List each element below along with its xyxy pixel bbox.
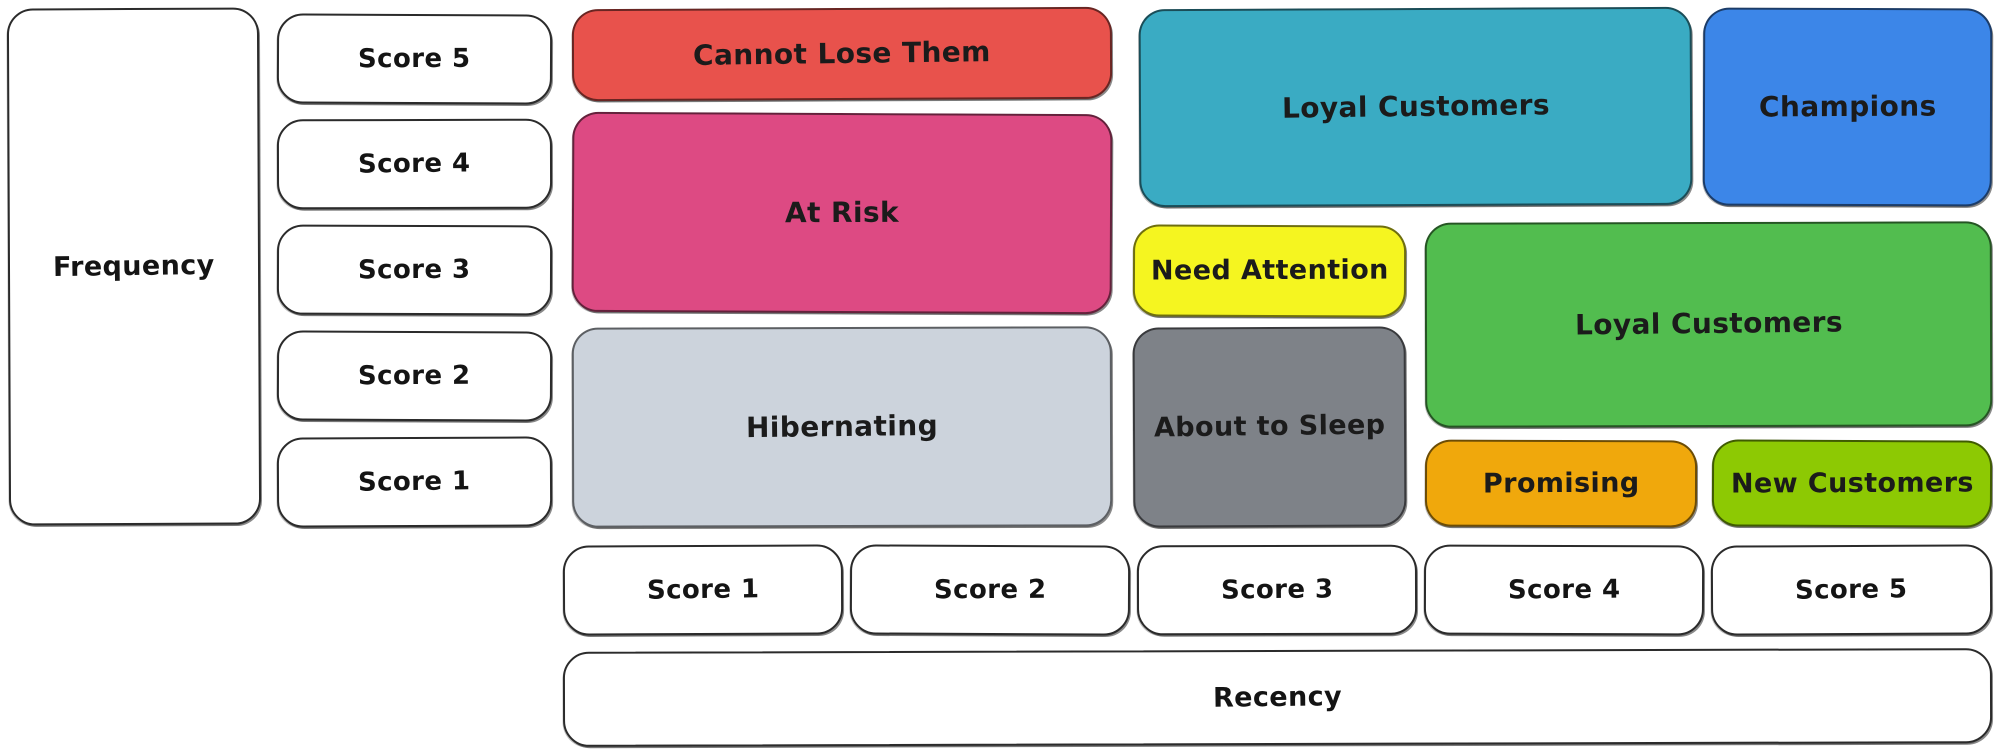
frequency-score-1[interactable]: Score 1 — [276, 436, 553, 528]
frequency-score-4-label: Score 4 — [358, 148, 471, 180]
recency-score-2[interactable]: Score 2 — [849, 544, 1131, 636]
segment-hibernating[interactable]: Hibernating — [571, 326, 1113, 528]
frequency-score-4[interactable]: Score 4 — [276, 118, 553, 210]
segment-at-risk[interactable]: At Risk — [571, 111, 1113, 315]
segment-promising[interactable]: Promising — [1424, 439, 1698, 528]
segment-new-customers-label: New Customers — [1730, 467, 1974, 500]
recency-score-2-label: Score 2 — [933, 574, 1047, 605]
segment-need-attention[interactable]: Need Attention — [1132, 224, 1407, 318]
frequency-axis-label-text: Frequency — [52, 249, 216, 283]
frequency-score-2-label: Score 2 — [358, 360, 471, 391]
frequency-score-3-label: Score 3 — [358, 254, 471, 286]
frequency-axis-label: Frequency — [6, 7, 262, 526]
segment-at-risk-label: At Risk — [784, 195, 900, 229]
recency-axis-label-text: Recency — [1212, 680, 1343, 714]
recency-score-1[interactable]: Score 1 — [562, 544, 844, 636]
segment-cannot-lose-them[interactable]: Cannot Lose Them — [571, 6, 1113, 102]
segment-new-customers[interactable]: New Customers — [1711, 439, 1993, 528]
recency-score-1-label: Score 1 — [646, 573, 760, 606]
segment-loyal-customers-teal[interactable]: Loyal Customers — [1138, 6, 1693, 208]
segment-about-to-sleep-label: About to Sleep — [1153, 409, 1386, 444]
segment-hibernating-label: Hibernating — [745, 408, 939, 444]
segment-cannot-lose-them-label: Cannot Lose Them — [692, 34, 992, 72]
segment-loyal-customers-green-label: Loyal Customers — [1574, 305, 1843, 342]
recency-axis-label: Recency — [562, 648, 1993, 747]
frequency-score-5[interactable]: Score 5 — [276, 13, 553, 105]
frequency-score-1-label: Score 1 — [358, 465, 471, 498]
recency-score-4[interactable]: Score 4 — [1423, 544, 1705, 636]
recency-score-4-label: Score 4 — [1507, 574, 1621, 606]
segment-champions-label: Champions — [1758, 89, 1937, 124]
frequency-score-2[interactable]: Score 2 — [276, 330, 553, 422]
frequency-score-5-label: Score 5 — [358, 43, 471, 74]
segment-promising-label: Promising — [1482, 467, 1640, 500]
recency-score-3-label: Score 3 — [1220, 574, 1334, 606]
segment-champions[interactable]: Champions — [1702, 7, 1993, 207]
recency-score-5[interactable]: Score 5 — [1710, 544, 1993, 636]
recency-score-3[interactable]: Score 3 — [1136, 544, 1418, 636]
recency-score-5-label: Score 5 — [1795, 573, 1908, 606]
segment-need-attention-label: Need Attention — [1150, 254, 1389, 287]
segment-about-to-sleep[interactable]: About to Sleep — [1132, 326, 1407, 528]
frequency-score-3[interactable]: Score 3 — [276, 224, 553, 316]
segment-loyal-customers-green[interactable]: Loyal Customers — [1424, 221, 1993, 428]
segment-loyal-customers-teal-label: Loyal Customers — [1281, 87, 1550, 125]
